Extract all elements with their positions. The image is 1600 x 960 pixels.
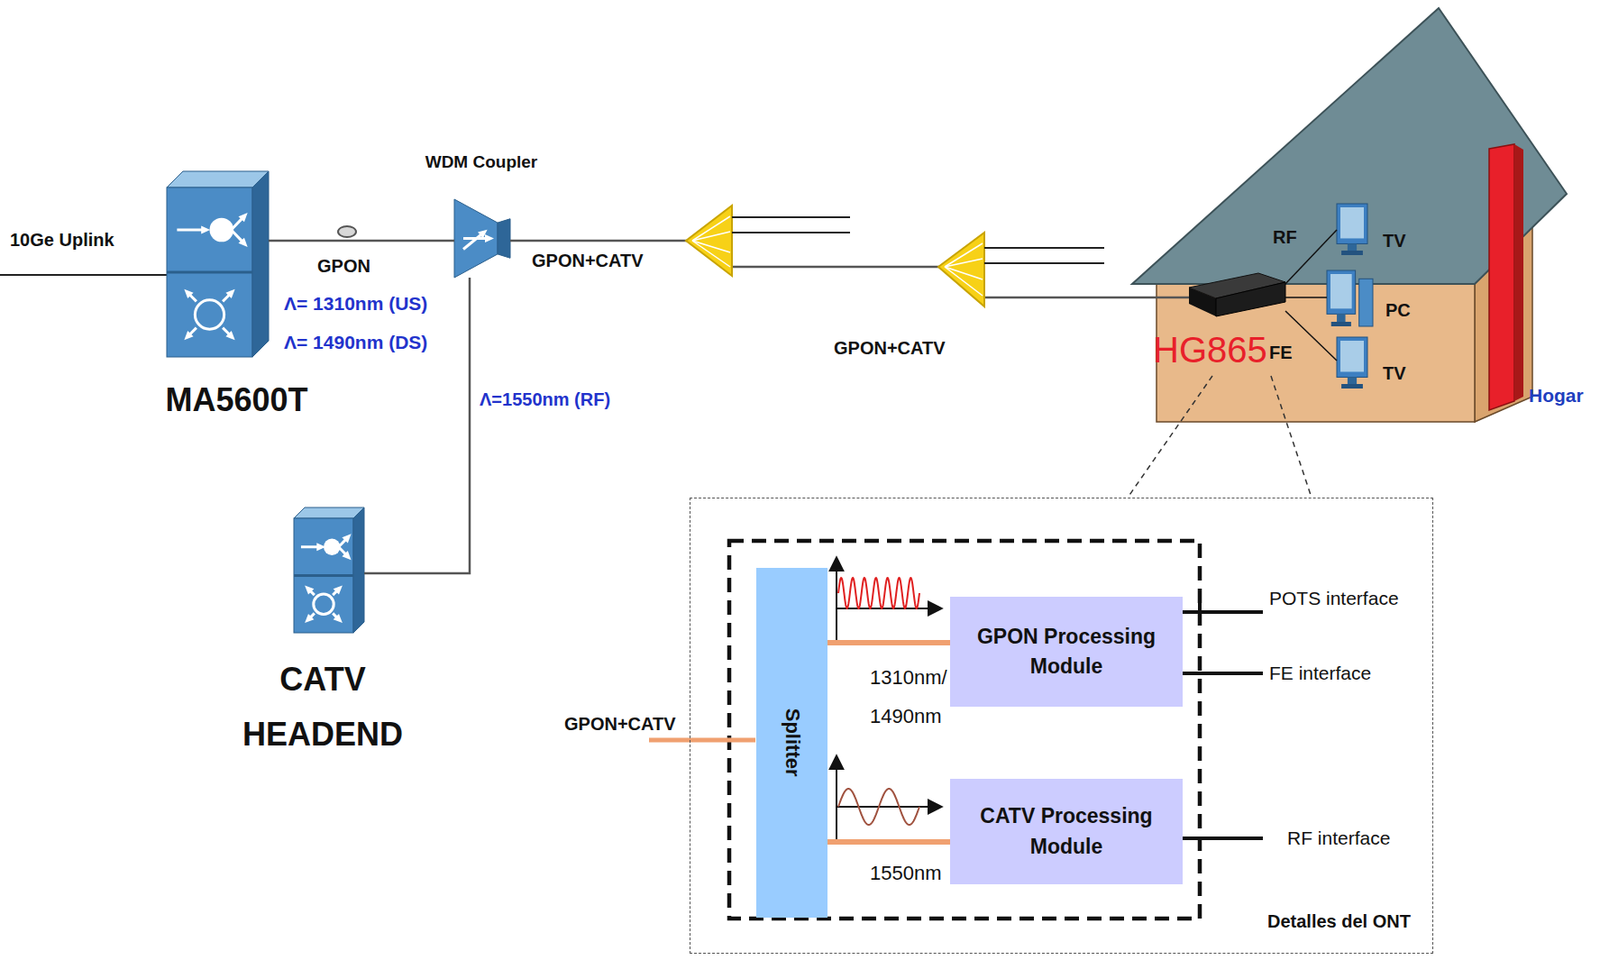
box-label: GPON Processing Module: [960, 621, 1172, 683]
connector: [827, 640, 951, 646]
edge-label: 1310nm/ 1490nm: [869, 658, 960, 737]
node-label: MA5600T: [144, 381, 330, 419]
connector: [268, 239, 455, 243]
node-label: HG865: [1152, 329, 1268, 371]
ont-device: HG865: [1188, 273, 1286, 317]
connector: [1285, 229, 1337, 284]
splitter-box: Splitter: [756, 567, 828, 918]
ont-housing: [729, 540, 1200, 919]
connector: [364, 277, 470, 574]
node-shape: [166, 171, 269, 357]
annotation-label: Λ= 1310nm (US): [283, 292, 428, 315]
edge-label: GPON: [317, 256, 371, 277]
processing-module: CATV Processing Module: [950, 778, 1183, 885]
optical-splitter: [685, 205, 851, 276]
olt-device: MA5600T: [166, 171, 269, 357]
box-label: CATV Processing Module: [960, 801, 1172, 862]
catv-headend: CATV HEADEND: [293, 507, 365, 633]
node-shape: [1336, 203, 1368, 256]
edge-label: FE: [1269, 342, 1293, 364]
connector: [1285, 310, 1337, 361]
box-label: Splitter: [780, 708, 804, 778]
node-label: CATV HEADEND: [210, 651, 436, 762]
fiber-coil: [338, 226, 357, 238]
tv-icon: TV: [1336, 337, 1368, 389]
node-label: TV: [1382, 363, 1407, 384]
node-shape: [1132, 8, 1569, 425]
connector: [1285, 296, 1327, 299]
node-shape: [1336, 337, 1368, 389]
node-label: WDM Coupler: [404, 152, 558, 173]
edge-label: 1550nm: [869, 861, 942, 885]
node-label: Detalles del ONT: [1267, 911, 1411, 933]
processing-module: GPON Processing Module: [950, 596, 1183, 707]
annotation-label: RF interface: [1287, 827, 1390, 850]
gpon-waveform: [836, 557, 942, 643]
input-fiber: [649, 738, 756, 743]
detail-leader: [1127, 375, 1312, 498]
annotation-label: GPON+CATV: [833, 338, 946, 359]
annotation-label: GPON+CATV: [531, 250, 644, 272]
node-label: TV: [1382, 230, 1407, 252]
edge-label: Λ=1550nm (RF): [479, 389, 611, 411]
node-label: Hogar: [1528, 384, 1584, 407]
wdm-coupler: WDM Coupler: [454, 199, 511, 278]
annotation-label: Λ= 1490nm (DS): [283, 331, 428, 354]
catv-waveform: [836, 755, 942, 842]
annotation-label: FE interface: [1269, 662, 1372, 685]
annotation-label: 10Ge Uplink: [9, 229, 115, 251]
tv-icon: TV: [1336, 203, 1368, 256]
house: HogarHG865TVPCTV: [1132, 8, 1569, 425]
node-shape: [1326, 270, 1373, 327]
annotation-label: POTS interface: [1269, 587, 1399, 610]
edge-label: RF: [1272, 227, 1298, 248]
interface-lines: [1181, 600, 1263, 839]
node-shape: [454, 199, 511, 278]
ont-detail-box: Detalles del ONT Splitter GPON Processing …: [689, 497, 1434, 954]
uplink-line: [0, 274, 167, 276]
node-shape: [1188, 273, 1286, 317]
node-shape: [293, 507, 365, 633]
optical-splitter: [938, 232, 1105, 307]
connector: [827, 839, 951, 845]
pc-icon: PC: [1326, 270, 1373, 327]
node-label: PC: [1385, 300, 1411, 321]
annotation-label: GPON+CATV: [564, 713, 677, 735]
connector: [510, 240, 1189, 298]
